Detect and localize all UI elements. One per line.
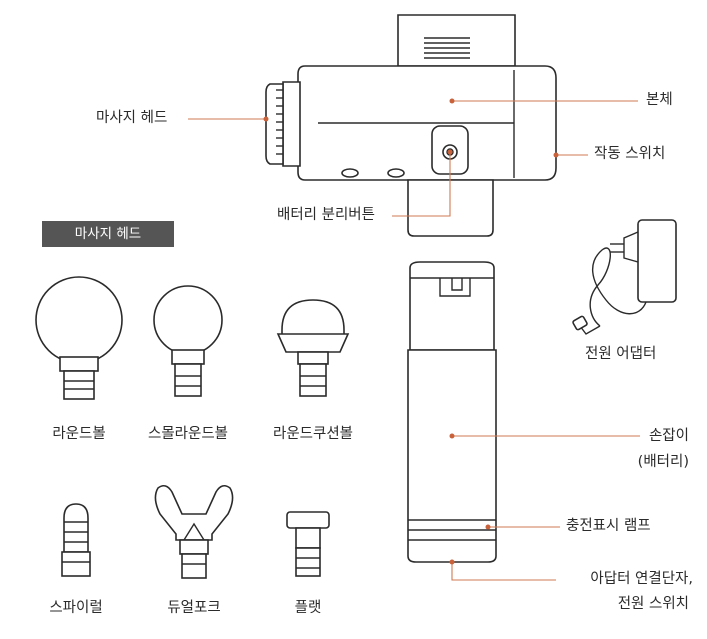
- label-handle-line1: 손잡이: [648, 428, 689, 444]
- leader-connector: [451, 562, 556, 581]
- label-body: 본체: [646, 92, 673, 108]
- label-adapter: 전원 어댑터: [585, 346, 657, 362]
- label-battery-release: 배터리 분리버튼: [277, 207, 375, 223]
- head-label-flat: 플랫: [294, 600, 322, 616]
- label-connector-line2: 전원 스위치: [617, 596, 689, 612]
- section-badge-massage-heads: 마사지 헤드: [42, 221, 174, 247]
- vent-grille: [424, 37, 470, 59]
- head-label-round-ball: 라운드볼: [52, 426, 106, 442]
- head-spiral: [61, 503, 91, 577]
- label-connector-line1: 아답터 연결단자,: [590, 571, 693, 587]
- head-label-dual-fork: 듀얼포크: [167, 600, 221, 616]
- label-charge-lamp: 충전표시 램프: [566, 518, 651, 534]
- head-label-spiral: 스파이럴: [49, 600, 103, 616]
- label-handle-line2: (배터리): [637, 454, 689, 470]
- head-round-ball: [35, 276, 123, 400]
- head-ribs: [276, 89, 283, 155]
- head-flat: [286, 511, 330, 577]
- leader-lines: [188, 98, 640, 581]
- head-label-small-round-ball: 스몰라운드볼: [147, 426, 229, 442]
- leader-battery-release: [392, 152, 451, 217]
- head-dual-fork: [154, 484, 234, 579]
- massage-gun-body: [265, 14, 557, 237]
- head-round-cushion-ball: [276, 299, 350, 397]
- handle-battery: [407, 261, 497, 563]
- label-power-switch: 작동 스위치: [594, 146, 666, 162]
- head-label-round-cushion-ball: 라운드쿠션볼: [272, 426, 354, 442]
- head-small-round-ball: [153, 285, 223, 397]
- power-adapter-illustration: [572, 219, 677, 335]
- label-massage-head: 마사지 헤드: [96, 110, 168, 126]
